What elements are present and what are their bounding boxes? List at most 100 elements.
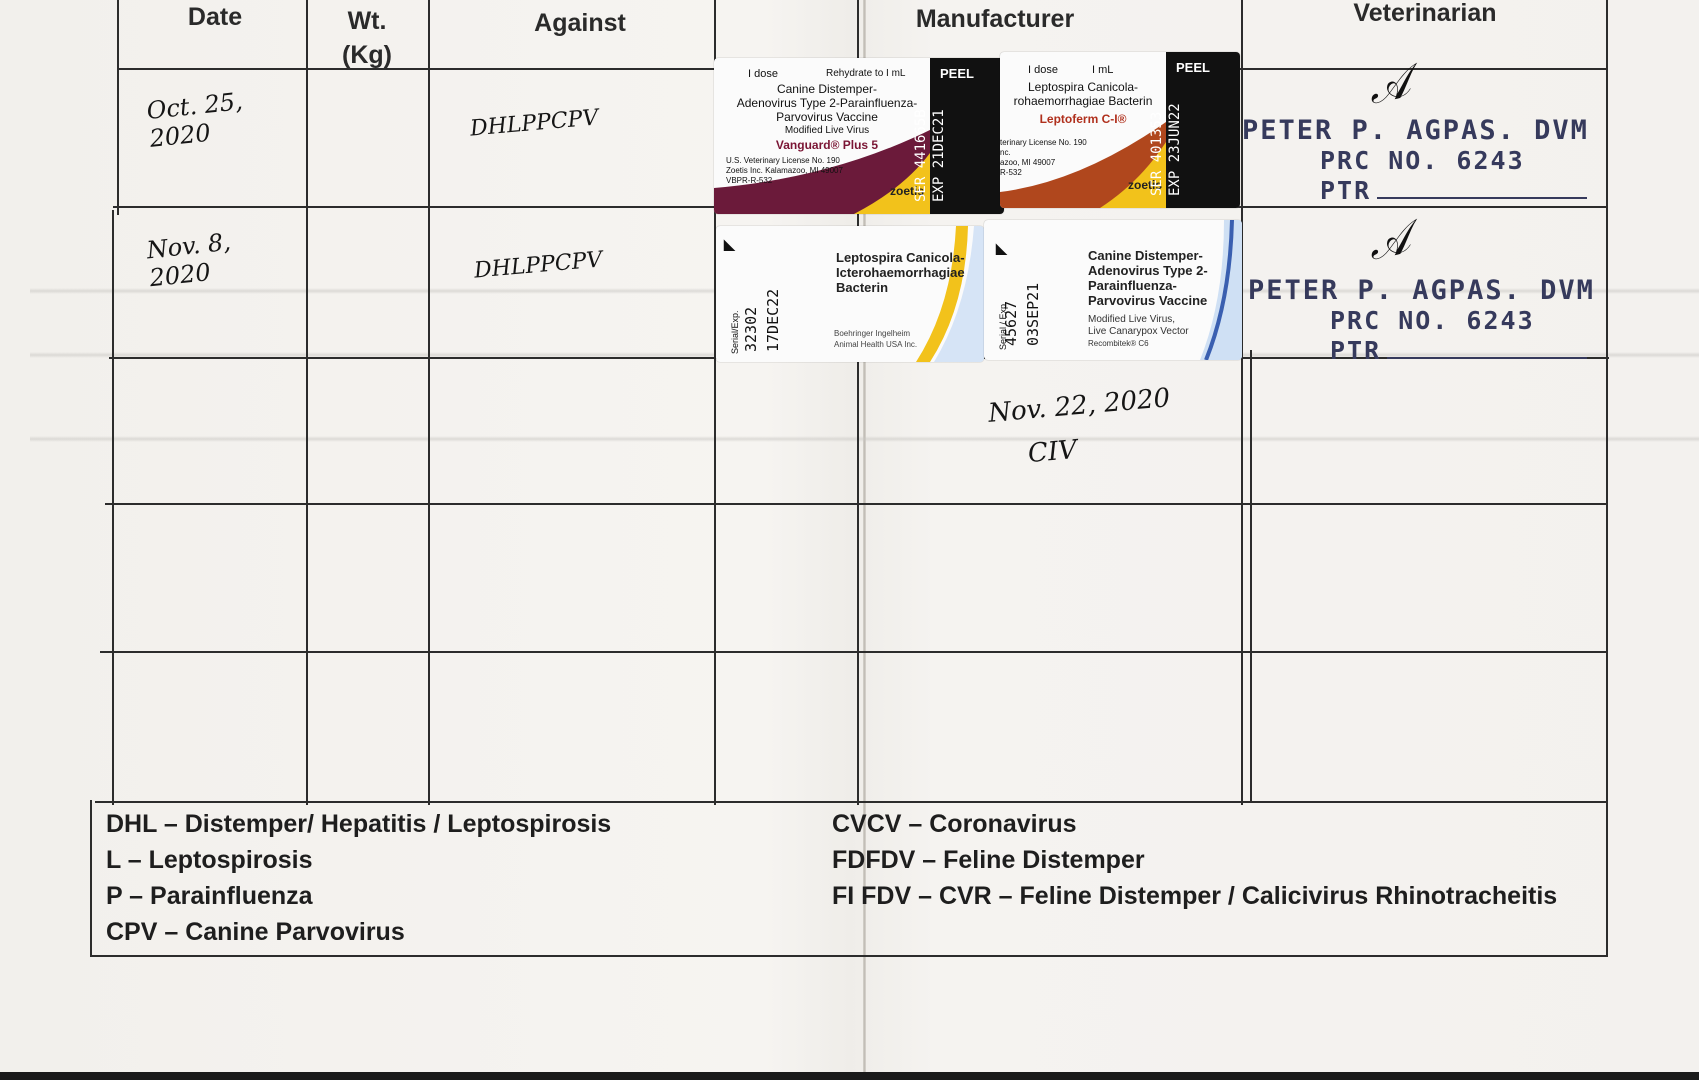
legend-item: DHL – Distemper/ Hepatitis / Leptospiros… [106,810,612,838]
note-date: Nov. 22, 2020 [987,383,1172,429]
legend-item: FDFDV – Feline Distemper [832,846,1145,874]
label-description: Canine Distemper- Adenovirus Type 2-Para… [722,82,932,152]
label-swoosh [714,128,934,214]
peel-text: PEEL [1176,60,1210,75]
row-2-against: DHLPPCPV [473,247,604,284]
vaccine-label-vanguard: I dose Rehydrate to I mL Canine Distempe… [714,58,1004,214]
grid-line [857,0,859,805]
label-description: Leptospira Canicola- Icterohaemorrhagiae… [836,250,965,295]
expiry: EXP 21DEC21 [931,109,947,202]
label-line: Icterohaemorrhagiae [836,265,965,280]
label-dose: I dose [1028,64,1058,76]
label-brand: Leptoferm C-I® [1039,112,1127,126]
legend-item: CPV – Canine Parvovirus [106,918,405,946]
legend-item: P – Parainfluenza [106,882,313,910]
label-fine-line: Boehringer Ingelheim [834,329,911,338]
label-fine-line: Animal Health USA Inc. [834,340,918,349]
grid-line [112,210,114,805]
legend-item: FI FDV – CVR – Feline Distemper / Calici… [832,882,1558,910]
zoetis-logo: zoetis [1128,178,1163,192]
stamp-prc: PRC NO. 6243 [1320,146,1525,175]
header-manufacturer: Manufacturer [915,5,1075,33]
header-date: Date [187,3,243,31]
label-description: Canine Distemper- Adenovirus Type 2- Par… [1088,248,1208,308]
label-maker: Boehringer Ingelheim Animal Health USA I… [834,328,917,350]
serial-number: SER 401353 [1149,111,1165,196]
zoetis-logo: zoetis [890,184,925,198]
label-rehydrate: Rehydrate to I mL [826,68,906,79]
label-fine-line: azoo, MI 49007 [1000,158,1056,167]
label-line: Adenovirus Type 2-Parainfluenza- [736,96,918,110]
header-weight: Wt. (Kg) [342,7,392,69]
booklet-spine [863,0,866,1072]
grid-line [90,955,1608,957]
label-line: Adenovirus Type 2- [1088,263,1208,278]
label-dose: I dose [748,68,778,80]
legend-right: CVCV – Coronavirus FDFDV – Feline Distem… [832,806,1557,914]
label-line: Leptospira Canicola- [1027,80,1139,94]
label-line: rohaemorrhagiae Bacterin [1013,94,1153,108]
label-fine-line: Zoetis Inc. Kalamazoo, MI 49007 [726,166,843,175]
vet-stamp-1: PETER P. AGPAS. DVM PRC NO. 6243 PTR [1242,116,1589,206]
serial-number: SER 441665B [913,109,929,202]
label-line: Leptospira Canicola- [836,250,965,265]
label-subtext: Modified Live Virus, Live Canarypox Vect… [1088,314,1189,350]
label-volume: I mL [1092,64,1114,76]
label-fine-line: nc. [1000,148,1011,157]
stamp-ptr: PTR [1248,336,1595,366]
vaccine-label-leptoferm: I dose I mL Leptospira Canicola- rohaemo… [1000,52,1240,208]
label-fine-line: VBPR-R-532 [726,176,773,185]
label-line: Parvovirus Vaccine [1088,293,1208,308]
expiry: EXP 23JUN22 [1167,103,1183,196]
grid-line [714,0,716,805]
grid-line [1250,350,1252,802]
vet-signature-2: 𝒜 [1363,212,1415,271]
legend-left: DHL – Distemper/ Hepatitis / Leptospiros… [106,806,611,950]
header-against: Against [534,9,626,37]
serial-number: 32302 [742,306,760,352]
stamp-ptr-label: PTR [1320,176,1372,205]
label-line: Modified Live Virus [784,125,870,136]
header-veterinarian: Veterinarian [1353,0,1497,27]
grid-line [1606,0,1608,957]
expiry: 03SEP21 [1024,282,1042,346]
label-line: Live Canarypox Vector [1088,326,1189,337]
expiry: 17DEC22 [764,288,782,352]
grid-line [428,0,430,805]
stamp-ptr-label: PTR [1330,336,1382,365]
peel-text: PEEL [940,66,974,81]
stamp-ptr: PTR [1242,176,1589,206]
grid-line [90,800,92,956]
grid-line [95,801,1608,803]
serial-number: 45627 [1002,300,1020,346]
label-swoosh [1200,220,1242,360]
label-line: Parvovirus Vaccine [776,110,878,124]
page-crease [30,436,1699,442]
vet-signature-1: 𝒜 [1363,56,1415,115]
label-line: Modified Live Virus, [1088,314,1176,325]
legend-item: CVCV – Coronavirus [832,810,1077,838]
row-2-date: Nov. 8, 2020 [145,227,233,293]
boehringer-logo-icon: ◣ [996,240,1007,256]
label-line: Canine Distemper- [1088,248,1203,263]
grid-line [100,651,1608,653]
vet-stamp-2: PETER P. AGPAS. DVM PRC NO. 6243 PTR [1248,276,1595,366]
row-1-against: DHLPPCPV [469,105,600,142]
label-swoosh [1000,122,1166,208]
row-1-date: Oct. 25, 2020 [145,87,244,153]
grid-line [105,503,1608,505]
boehringer-logo-icon: ◣ [724,236,735,252]
grid-line [306,0,308,805]
label-line: Bacterin [836,280,889,295]
label-swoosh [916,226,984,362]
label-line: Parainfluenza- [1088,278,1177,293]
label-line: Recombitek® C6 [1088,339,1149,348]
label-description: Leptospira Canicola- rohaemorrhagiae Bac… [1000,80,1166,126]
stamp-name: PETER P. AGPAS. DVM [1242,115,1589,146]
